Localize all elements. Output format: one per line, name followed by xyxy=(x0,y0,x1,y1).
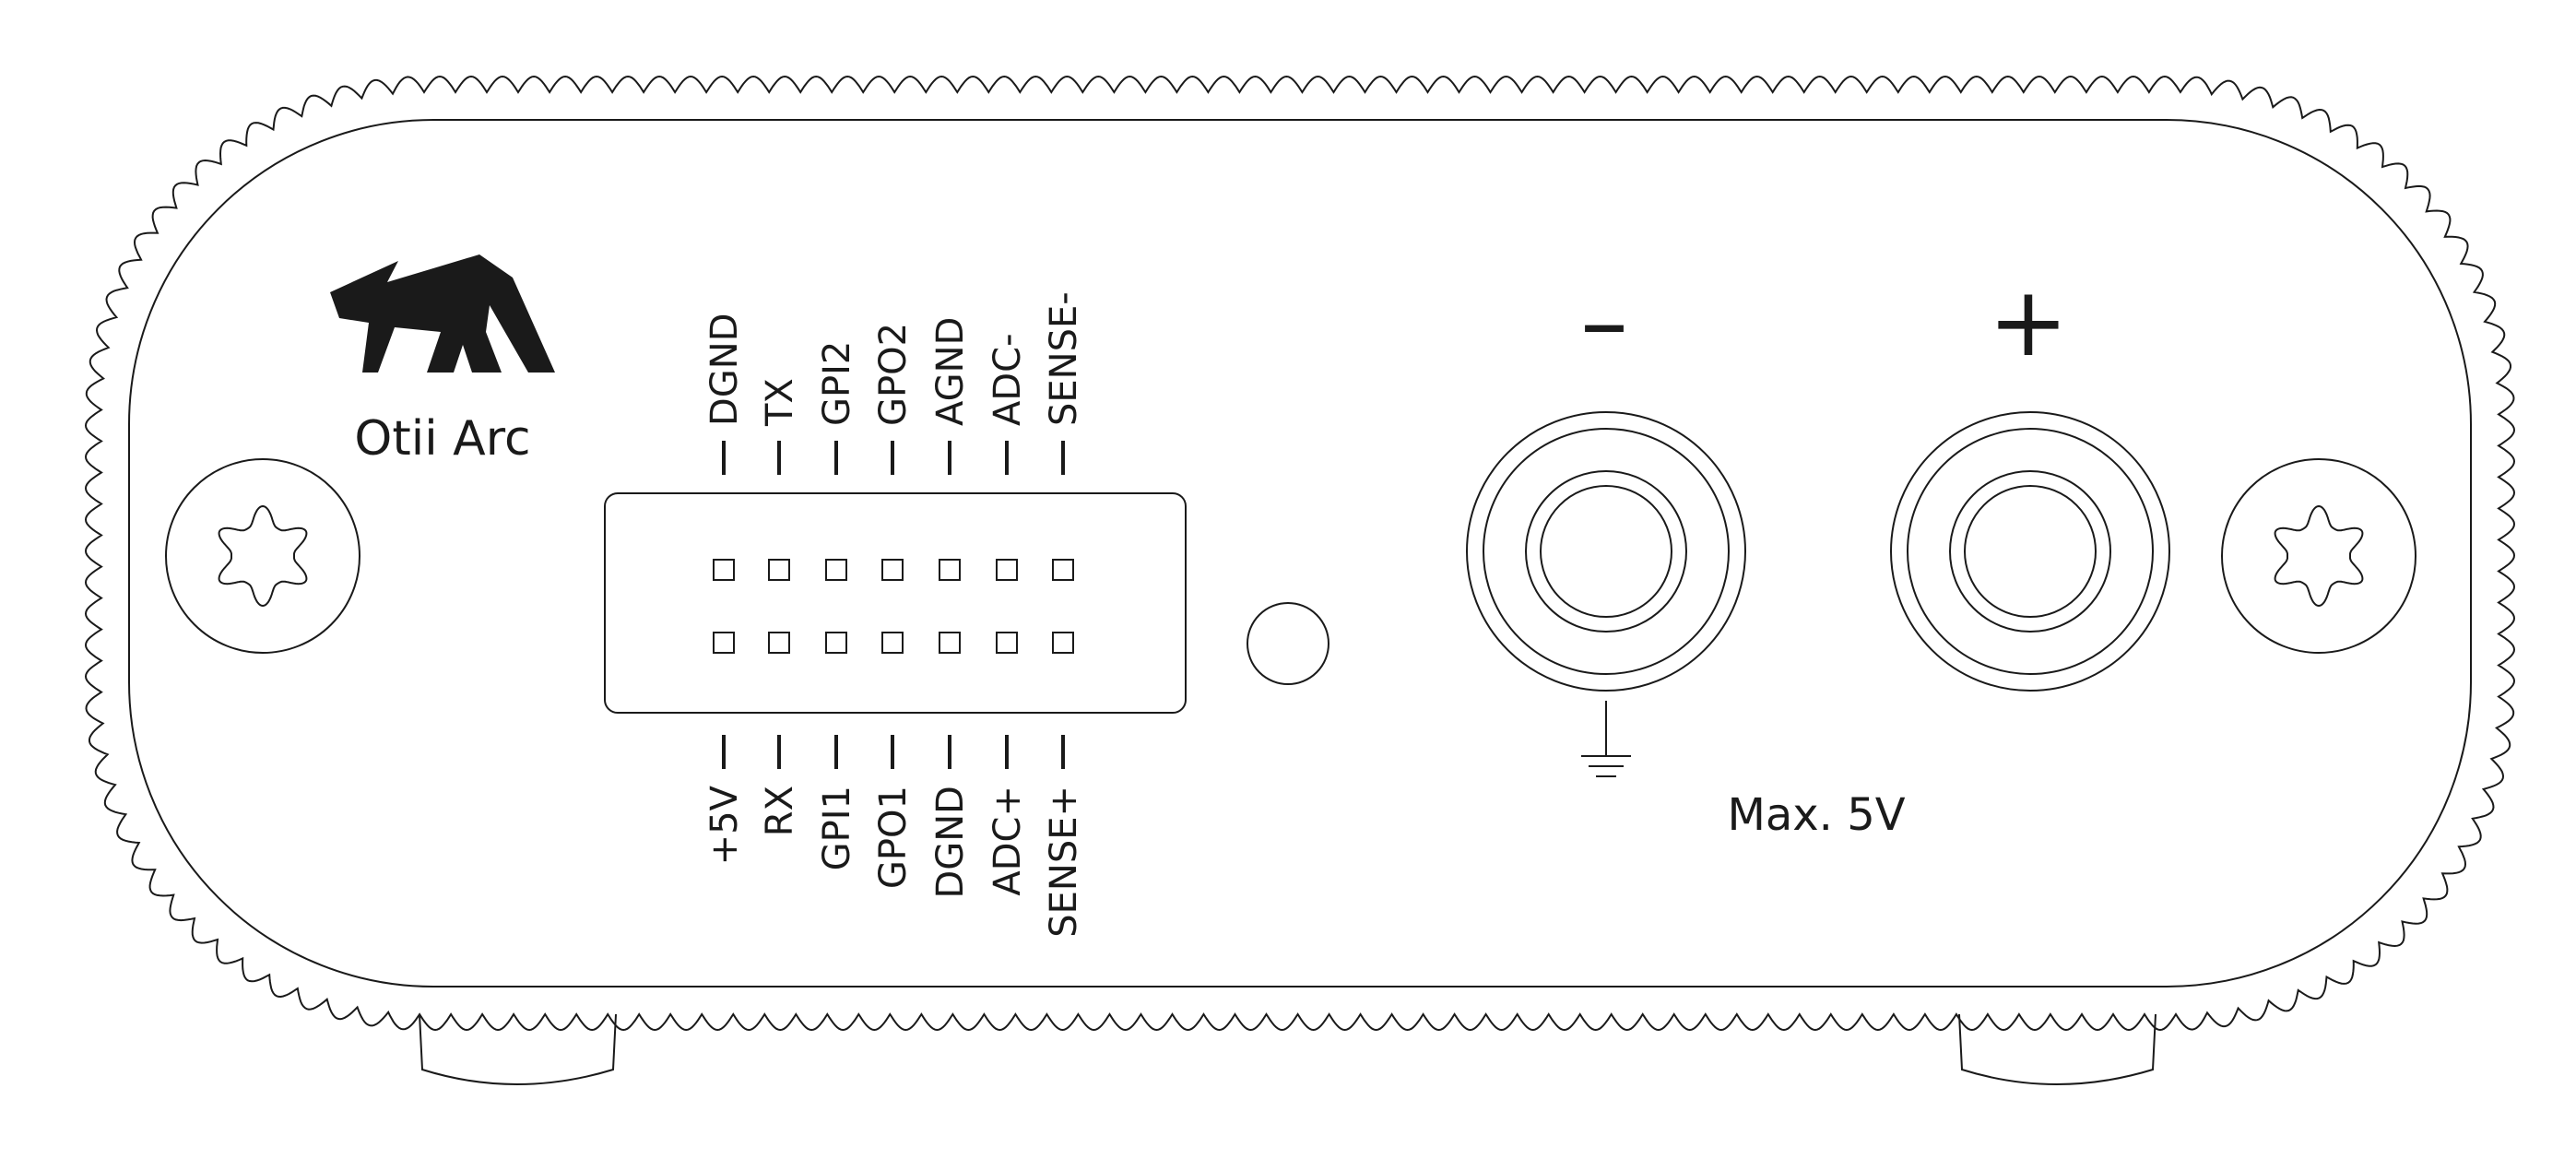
pin-label-bottom: GPO1 xyxy=(872,786,915,889)
max-voltage-label: Max. 5V xyxy=(1727,789,1905,841)
expansion-port-top-labels: DGND TX GPI2 GPO2 AGND ADC- SENSE- xyxy=(703,291,1085,475)
negative-terminal-socket xyxy=(1540,485,1672,618)
negative-terminal-mid-ring xyxy=(1483,428,1730,675)
pin-label-bottom: ADC+ xyxy=(987,786,1029,896)
expansion-pin xyxy=(881,632,904,654)
negative-terminal-symbol: – xyxy=(1580,266,1628,378)
positive-terminal-inner-ring xyxy=(1949,470,2111,633)
positive-terminal-socket xyxy=(1964,485,2097,618)
pin-label-top: SENSE- xyxy=(1043,291,1085,426)
pin-label-bottom: RX xyxy=(759,786,801,836)
expansion-pin xyxy=(768,559,790,581)
status-led-window xyxy=(1247,602,1329,685)
left-screw[interactable] xyxy=(165,458,360,654)
pin-label-bottom: +5V xyxy=(703,785,746,865)
expansion-pin xyxy=(996,632,1018,654)
pin-label-bottom: GPI1 xyxy=(816,786,858,870)
positive-terminal-mid-ring xyxy=(1907,428,2154,675)
status-led xyxy=(1247,602,1329,685)
pin-label-top: AGND xyxy=(929,317,972,426)
pin-label-top: ADC- xyxy=(987,333,1029,426)
expansion-pin xyxy=(825,559,847,581)
negative-terminal[interactable]: – xyxy=(1466,266,1746,777)
brand-block: Otii Arc xyxy=(330,254,555,467)
expansion-pin xyxy=(1052,632,1074,654)
ground-symbol-icon xyxy=(1581,701,1631,777)
expansion-pin xyxy=(939,632,961,654)
pin-label-top: GPI2 xyxy=(816,341,858,426)
expansion-pin xyxy=(713,632,735,654)
expansion-pin xyxy=(825,632,847,654)
right-foot xyxy=(1958,1013,2157,1085)
otii-bear-logo-icon xyxy=(330,254,555,373)
expansion-pin xyxy=(713,559,735,581)
expansion-pin xyxy=(939,559,961,581)
pin-label-top: TX xyxy=(759,378,801,427)
expansion-port[interactable]: DGND TX GPI2 GPO2 AGND ADC- SENSE- +5V RX GPI1 GP… xyxy=(604,291,1187,938)
positive-terminal-outer-ring xyxy=(1890,411,2170,692)
positive-terminal-symbol: + xyxy=(1988,266,2068,378)
enclosure-inner-panel xyxy=(128,119,2472,988)
enclosure xyxy=(84,75,2516,1085)
expansion-port-housing xyxy=(604,492,1187,714)
pin-label-top: DGND xyxy=(703,313,746,426)
expansion-pin xyxy=(881,559,904,581)
negative-terminal-inner-ring xyxy=(1525,470,1687,633)
expansion-port-bottom-labels: +5V RX GPI1 GPO1 DGND ADC+ SENSE+ xyxy=(703,735,1085,938)
enclosure-outer-ridged-edge xyxy=(84,75,2516,1032)
right-screw-head xyxy=(2221,458,2416,654)
left-screw-head xyxy=(165,458,360,654)
expansion-pin xyxy=(768,632,790,654)
torx-screw-icon xyxy=(2274,504,2364,608)
negative-terminal-outer-ring xyxy=(1466,411,1746,692)
pin-label-top: GPO2 xyxy=(872,323,915,426)
brand-name: Otii Arc xyxy=(354,411,530,467)
expansion-port-pin-grid xyxy=(713,559,1074,654)
expansion-pin xyxy=(996,559,1018,581)
right-screw[interactable] xyxy=(2221,458,2416,654)
expansion-pin xyxy=(1052,559,1074,581)
pin-label-bottom: DGND xyxy=(929,786,972,899)
torx-screw-icon xyxy=(218,504,308,608)
positive-terminal[interactable]: + xyxy=(1890,266,2170,692)
pin-label-bottom: SENSE+ xyxy=(1043,786,1085,938)
left-foot xyxy=(419,1013,617,1085)
